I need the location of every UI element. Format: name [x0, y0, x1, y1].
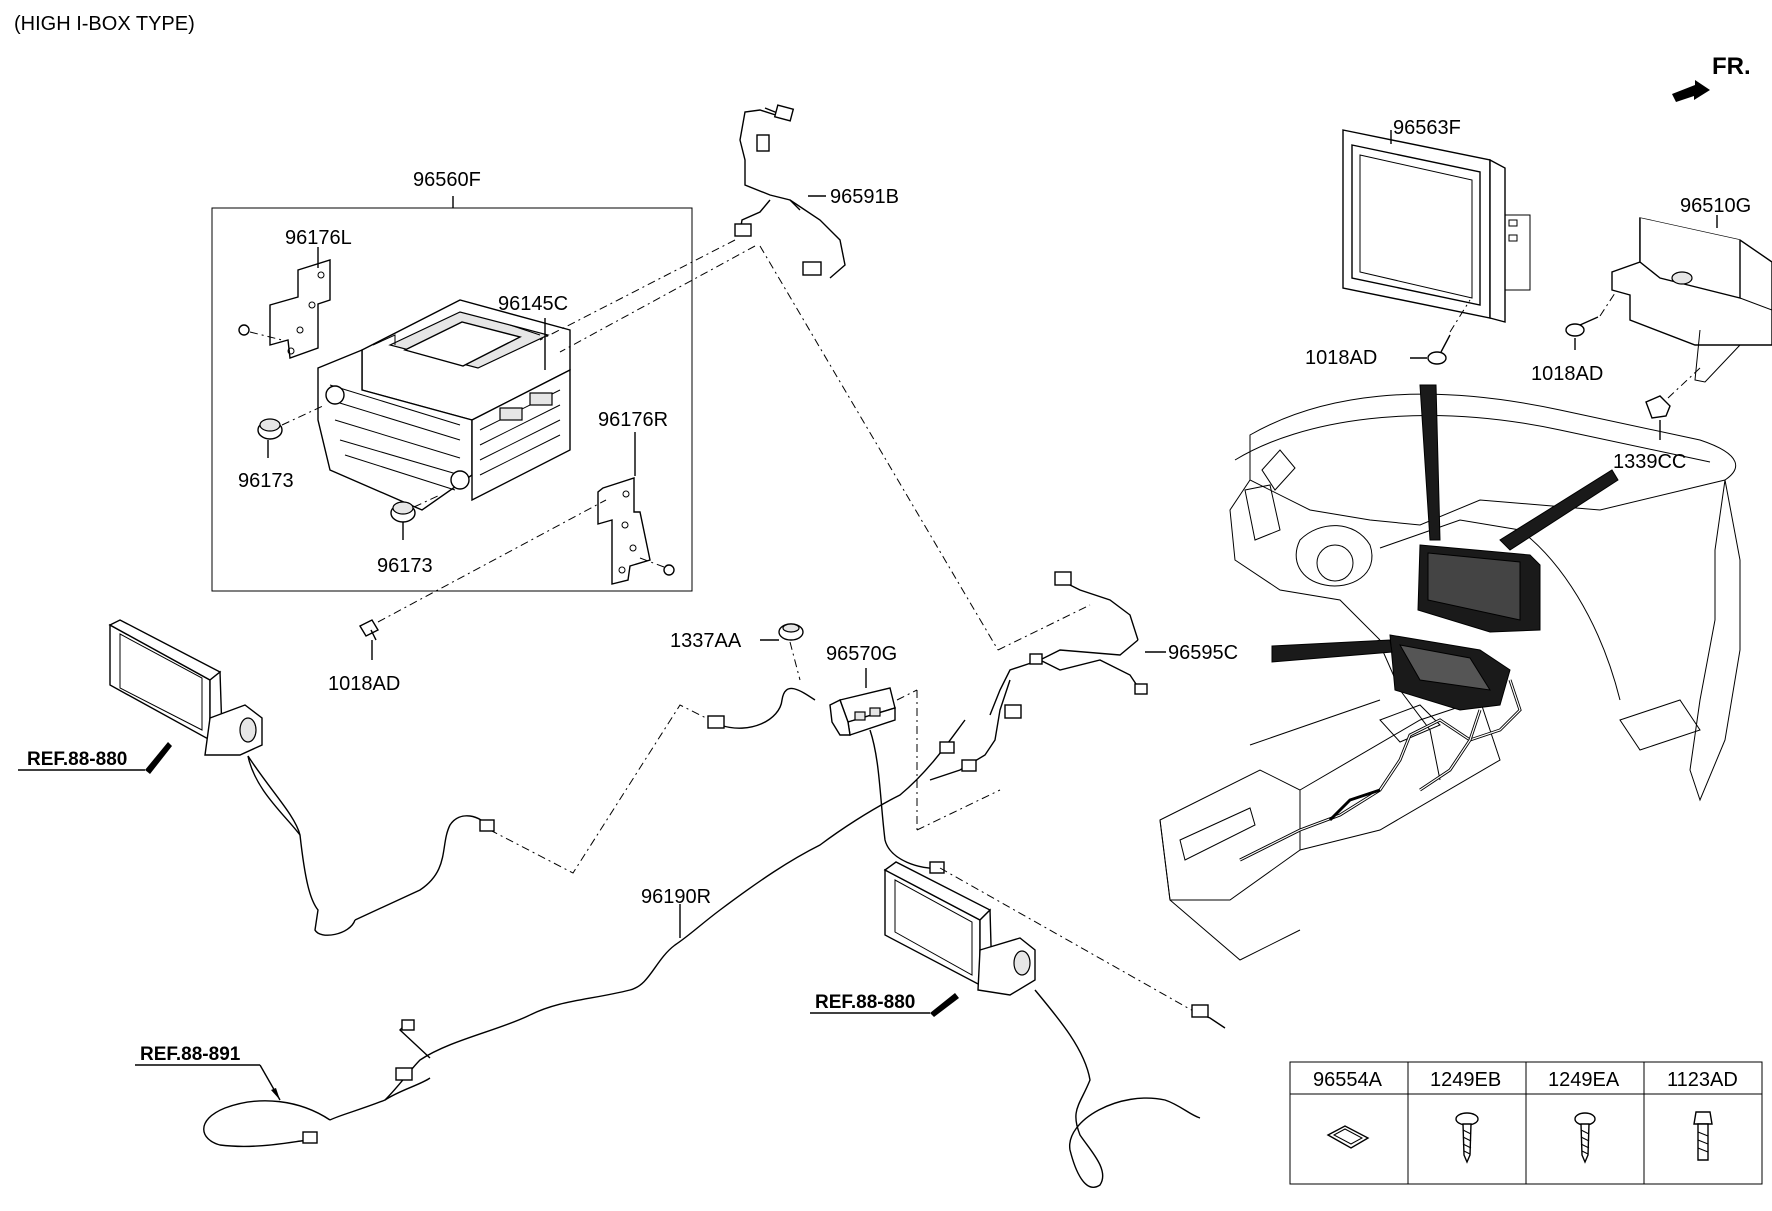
rear-monitor-mid — [883, 861, 1036, 996]
front-direction-indicator: FR. — [1672, 53, 1751, 102]
screw-small-icon — [238, 324, 283, 341]
head-unit-body — [317, 299, 571, 511]
label-96173-left: 96173 — [238, 470, 294, 492]
label-96176R: 96176R — [598, 409, 668, 431]
label-1337AA: 1337AA — [670, 630, 742, 652]
front-label: FR. — [1712, 53, 1751, 80]
front-arrow-icon — [1672, 80, 1710, 102]
fastener-table: 96554A 1249EB 1249EA 1123AD — [1289, 1061, 1763, 1185]
screw-small-right-icon — [639, 557, 675, 576]
bolt-1018AD-left — [359, 499, 607, 641]
label-1018AD-left: 1018AD — [328, 673, 400, 695]
diagram-title: (HIGH I-BOX TYPE) — [14, 13, 195, 35]
screw-icon — [1455, 1112, 1479, 1164]
label-96145C: 96145C — [498, 293, 568, 315]
ref-mid: REF.88-880 — [810, 992, 959, 1017]
bolt-1018AD-module — [1565, 292, 1616, 337]
table-header-1123AD: 1123AD — [1667, 1069, 1738, 1091]
clip-1339CC — [1645, 367, 1701, 419]
harness-96190R — [203, 687, 977, 1148]
label-1339CC: 1339CC — [1613, 451, 1686, 473]
ref-label-left: REF.88-880 — [27, 749, 127, 770]
right-bracket — [597, 477, 651, 585]
knob-right — [390, 494, 441, 523]
pad-icon — [1326, 1125, 1370, 1149]
label-96173-right: 96173 — [377, 555, 433, 577]
left-bracket — [269, 259, 331, 359]
harness-96595C — [929, 571, 1148, 781]
ref-label-bottom: REF.88-891 — [140, 1044, 241, 1065]
bolt-1018AD-display — [1427, 299, 1471, 365]
table-header-1249EA: 1249EA — [1548, 1069, 1620, 1091]
knob-left — [257, 404, 326, 440]
module-96570G — [829, 687, 896, 736]
label-96510G: 96510G — [1680, 195, 1751, 217]
control-module-96510G — [1611, 217, 1772, 383]
head-unit-assembly-box — [211, 207, 693, 592]
display-unit-96563F — [1342, 129, 1531, 323]
tapping-screw-icon — [1574, 1112, 1596, 1164]
ref-label-mid: REF.88-880 — [815, 992, 915, 1013]
label-96176L: 96176L — [285, 227, 352, 249]
label-96190R: 96190R — [641, 886, 711, 908]
dashboard-illustration — [1159, 393, 1741, 961]
label-96591B: 96591B — [830, 186, 899, 208]
ref-bottom: REF.88-891 — [135, 1044, 281, 1101]
table-header-96554A: 96554A — [1313, 1069, 1383, 1091]
label-96560F: 96560F — [413, 169, 481, 191]
label-96563F: 96563F — [1393, 117, 1461, 139]
harness-96591B — [734, 104, 846, 279]
label-96570G: 96570G — [826, 643, 897, 665]
label-1018AD-display: 1018AD — [1305, 347, 1377, 369]
ref-left: REF.88-880 — [18, 742, 172, 774]
table-header-1249EB: 1249EB — [1430, 1069, 1501, 1091]
label-1018AD-module: 1018AD — [1531, 363, 1603, 385]
grommet-1337AA — [778, 623, 804, 641]
label-96595C: 96595C — [1168, 642, 1238, 664]
bolt-icon — [1693, 1111, 1713, 1161]
rear-monitor-left — [108, 619, 263, 756]
